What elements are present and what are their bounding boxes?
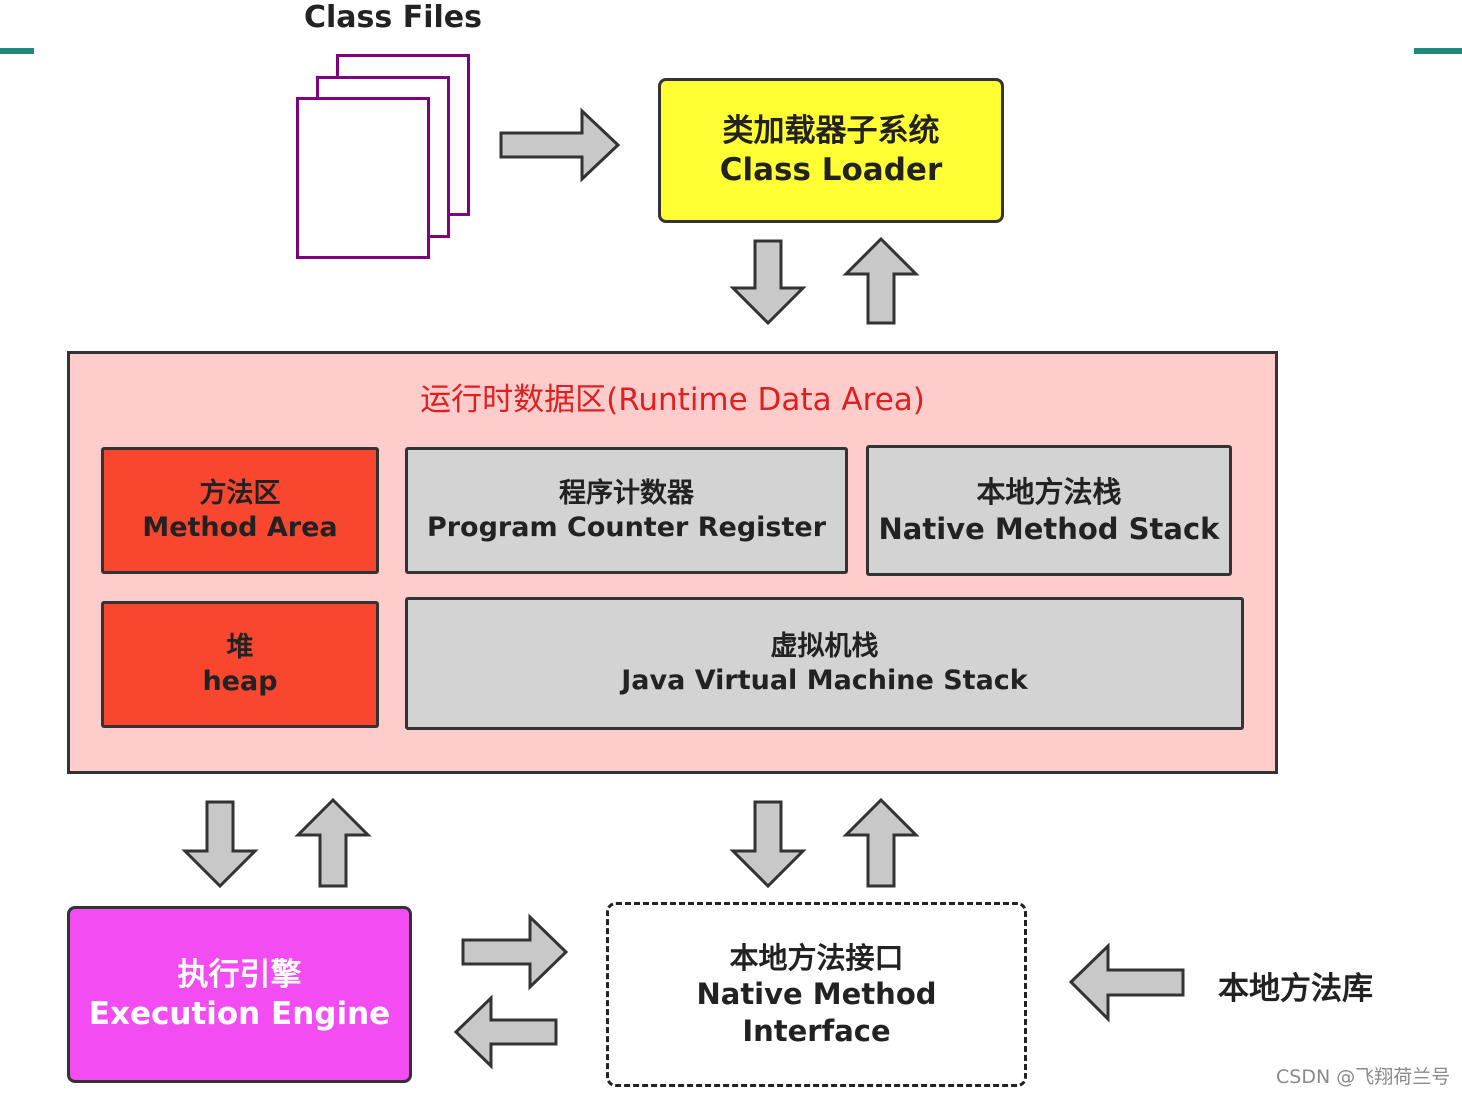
native-interface-zh: 本地方法接口 xyxy=(729,941,904,976)
pc-register-en: Program Counter Register xyxy=(426,511,827,543)
execution-engine-en: Execution Engine xyxy=(88,995,391,1032)
class-files-title: Class Files xyxy=(304,0,482,35)
arrow-down-icon xyxy=(181,800,259,889)
method-area-zh: 方法区 xyxy=(199,477,281,509)
arrow-right-icon xyxy=(461,913,569,991)
native-library-label: 本地方法库 xyxy=(1218,971,1373,1007)
jvm-stack-zh: 虚拟机栈 xyxy=(770,630,879,662)
runtime-area-title: 运行时数据区(Runtime Data Area) xyxy=(420,382,925,418)
class-loader-zh: 类加载器子系统 xyxy=(722,112,940,149)
jvm-stack-en: Java Virtual Machine Stack xyxy=(621,664,1028,696)
native-method-stack-box: 本地方法栈 Native Method Stack xyxy=(866,445,1232,576)
pc-register-zh: 程序计数器 xyxy=(559,477,694,509)
arrow-left-icon xyxy=(453,994,558,1070)
arrow-up-icon xyxy=(294,797,372,888)
arrow-down-icon xyxy=(729,800,807,889)
execution-engine-zh: 执行引擎 xyxy=(177,956,302,993)
watermark: CSDN @飞翔荷兰号 xyxy=(1276,1066,1451,1088)
native-stack-en: Native Method Stack xyxy=(878,511,1220,546)
heap-zh: 堆 xyxy=(226,631,254,663)
jvm-stack-box: 虚拟机栈 Java Virtual Machine Stack xyxy=(405,597,1244,730)
heap-en: heap xyxy=(202,665,278,697)
arrow-right-icon xyxy=(499,107,621,183)
class-file-page xyxy=(296,97,430,259)
native-stack-zh: 本地方法栈 xyxy=(976,475,1122,510)
arrow-up-icon xyxy=(842,797,920,888)
pc-register-box: 程序计数器 Program Counter Register xyxy=(405,447,848,574)
native-method-interface-box: 本地方法接口 Native Method Interface xyxy=(606,902,1027,1087)
right-corner-mark xyxy=(1414,48,1462,54)
heap-box: 堆 heap xyxy=(101,601,379,728)
native-interface-en-line1: Native Method xyxy=(696,977,937,1012)
arrow-down-icon xyxy=(729,239,807,326)
execution-engine-box: 执行引擎 Execution Engine xyxy=(67,906,412,1083)
arrow-left-icon xyxy=(1068,942,1185,1023)
left-corner-mark xyxy=(0,48,34,54)
class-loader-box: 类加载器子系统 Class Loader xyxy=(658,78,1004,223)
native-interface-en-line2: Interface xyxy=(742,1013,891,1048)
class-loader-en: Class Loader xyxy=(719,151,943,188)
method-area-en: Method Area xyxy=(142,511,338,543)
arrow-up-icon xyxy=(842,236,920,325)
method-area-box: 方法区 Method Area xyxy=(101,447,379,574)
